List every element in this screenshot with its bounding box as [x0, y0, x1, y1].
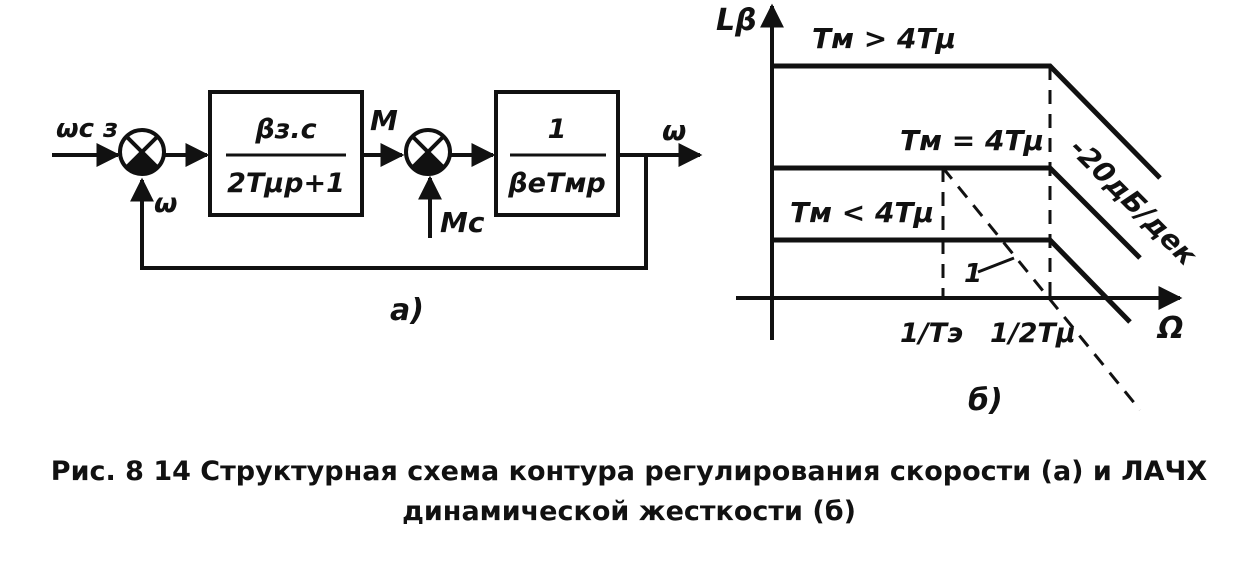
block1-denominator: 2Tμp+1	[227, 168, 345, 199]
signal-m-label: M	[370, 104, 398, 137]
tick-label-1: 1/Tэ	[900, 318, 963, 349]
curve-1-leader	[977, 256, 1015, 274]
curve-middle-label: Tм = 4Tμ	[900, 124, 1044, 157]
part-a-label: а)	[390, 293, 424, 328]
block-1: βз.с 2Tμp+1	[208, 90, 364, 217]
block2-denominator: βeTмp	[507, 168, 605, 199]
curve-lower-label: Tм < 4Tμ	[790, 196, 934, 229]
feedback-label: ω	[154, 188, 177, 219]
output-label: ω	[662, 114, 686, 147]
curve-1-dashed	[941, 167, 1142, 411]
summing-junction-1	[118, 128, 166, 176]
part-b-label: б)	[968, 383, 1003, 418]
summing-junction-2	[404, 128, 452, 176]
block-2: 1 βeTмp	[494, 90, 620, 217]
block-diagram: ωc з βз.с 2Tμp+1 M Mc	[52, 90, 703, 328]
curve-1-label: 1	[964, 259, 982, 289]
tick-label-2: 1/2Tμ	[990, 318, 1076, 349]
y-axis-label: Lβ	[716, 3, 757, 38]
caption-line-2: динамической жесткости (б)	[402, 496, 856, 527]
x-axis-label: Ω	[1156, 311, 1184, 346]
curve-upper-label: Tм > 4Tμ	[812, 22, 956, 55]
block1-numerator: βз.с	[254, 114, 316, 145]
frequency-graph: Lβ Ω Tм > 4Tμ Tм = 4Tμ Tм < 4Tμ 1 -20дБ/…	[716, 3, 1204, 418]
input-label: ωc з	[56, 114, 118, 144]
curve-lower	[772, 237, 1132, 324]
feedback-path	[130, 155, 648, 270]
block2-numerator: 1	[548, 114, 567, 145]
disturbance-label: Mc	[440, 206, 485, 239]
caption-line-1: Рис. 8 14 Структурная схема контура регу…	[51, 456, 1208, 487]
